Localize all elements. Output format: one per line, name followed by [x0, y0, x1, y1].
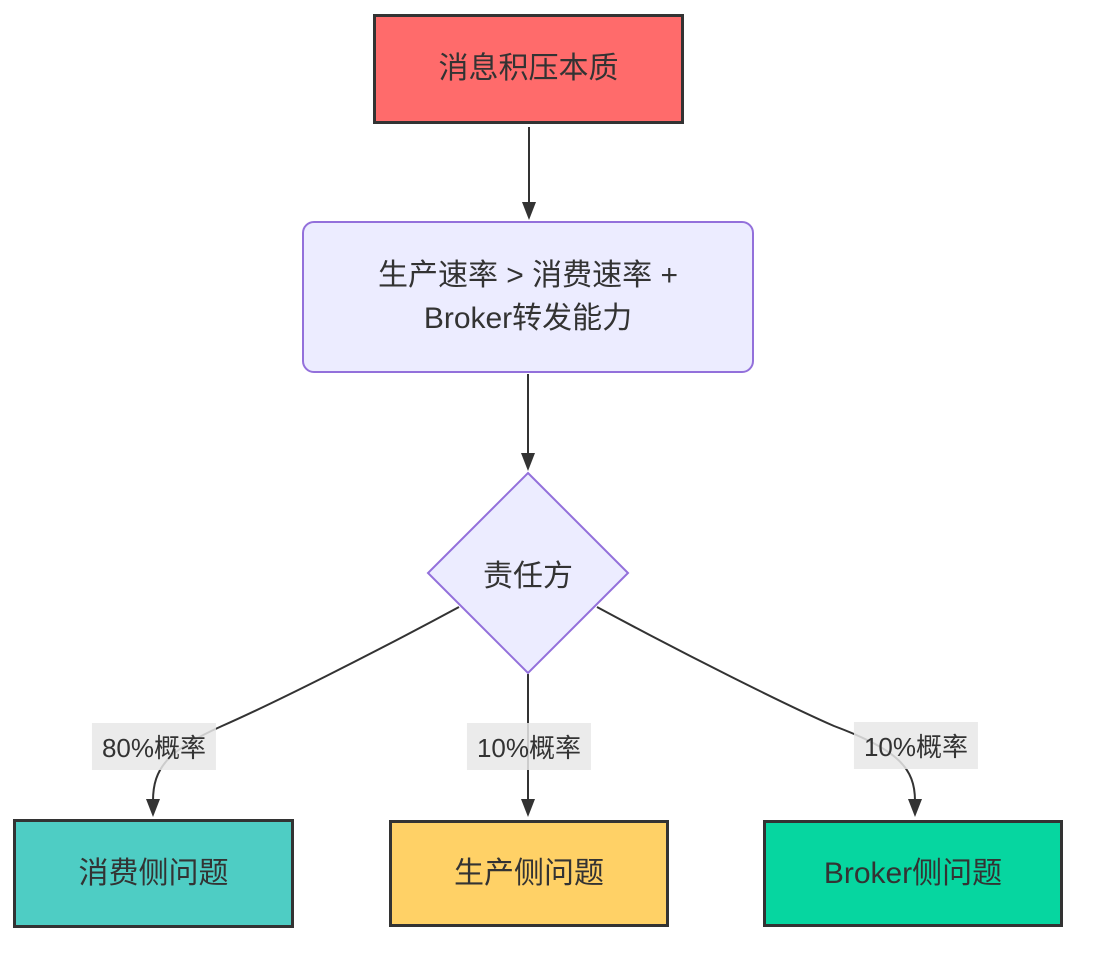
node-essence: 消息积压本质	[373, 14, 684, 124]
edge-label-producer-probability: 10%概率	[466, 723, 592, 770]
edge-decision-broker	[596, 606, 922, 817]
edge-decision-consumer	[146, 606, 460, 817]
node-broker: Broker侧问题	[763, 820, 1063, 927]
node-broker-label: Broker侧问题	[823, 856, 1003, 890]
node-producer: 生产侧问题	[389, 820, 669, 927]
node-producer-label: 生产侧问题	[454, 856, 604, 890]
node-formula-line2: Broker转发能力	[423, 302, 633, 335]
node-decision-label: 责任方	[483, 560, 573, 593]
decision-diamond-shape	[426, 471, 630, 675]
node-consumer: 消费侧问题	[13, 819, 294, 928]
node-essence-label: 消息积压本质	[438, 52, 619, 86]
edge-label-consumer-probability: 80%概率	[91, 723, 217, 770]
node-formula-line1: 生产速率 > 消费速率 +	[377, 258, 679, 292]
node-consumer-label: 消费侧问题	[78, 856, 229, 890]
edge-label-broker-probability: 10%概率	[853, 722, 979, 769]
node-formula: 生产速率 > 消费速率 + Broker转发能力	[302, 221, 754, 373]
